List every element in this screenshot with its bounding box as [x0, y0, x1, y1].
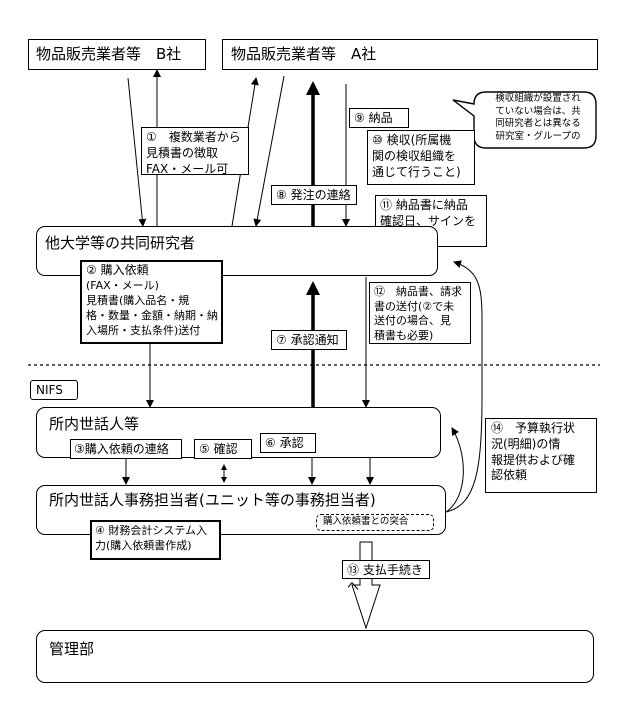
nifs-label: NIFS [36, 383, 63, 397]
management-label: 管理部 [49, 640, 95, 658]
caretaker-label: 所内世話人等 [49, 415, 140, 433]
step14-box: ⑭ 予算執行状 況(明細)の情 報提供および確 認依頼 [485, 418, 597, 493]
step7-text: ⑦ 承認通知 [276, 333, 339, 347]
step10-text: ⑩ 検収(所属機 関の検収組織を 通じて行うこと) [372, 133, 461, 179]
callout-text: 検収組織が設置され ていない場合は、共 同研究者とは異なる 研究室・グループの [495, 93, 581, 142]
step13-text: ⑬ 支払手続きへ [347, 563, 423, 593]
arrow-b-to-researcher [127, 77, 147, 227]
step13-box: ⑬ 支払手続きへ [342, 560, 430, 593]
nifs-tag: NIFS [30, 380, 78, 400]
step10-box: ⑩ 検収(所属機 関の検収組織を 通じて行うこと) [367, 130, 475, 185]
management-box: 管理部 [36, 630, 594, 683]
step5-box: ⑤ 確認 [194, 439, 252, 459]
step9-box: ⑨ 納品 [349, 108, 409, 128]
step12-text: ⑫ 納品書、請求 書の送付(②で未 送付の場合、見 積書も必要) [374, 285, 462, 342]
step2-body: (FAX・メール) 見積書(購入品名・規 格・数量・金額・納期・納 入場所・支払… [86, 279, 218, 337]
payment-hollow-arrow [351, 541, 381, 630]
step8-box: ⑧ 発注の連絡 [271, 185, 357, 205]
collate-box: 購入依頼書との突合 [316, 514, 434, 531]
step5-text: ⑤ 確認 [199, 442, 238, 456]
feedback-inner-arrow [445, 427, 464, 513]
vendor-b-box: 物品販売業者等 B社 [28, 39, 206, 70]
step2-title: ② 購入依頼 [86, 263, 149, 277]
collate-text: 購入依頼書との突合 [323, 516, 409, 527]
step3-box: ③購入依頼の連絡 [70, 439, 182, 459]
step1-box: ① 複数業者から 見積書の徴取 FAX・メール可 [141, 127, 249, 176]
office-label: 所内世話人事務担当者(ユニット等の事務担当者) [49, 491, 376, 509]
step4-box: ④ 財務会計システム入 力(購入依頼書作成) [90, 520, 221, 560]
step6-box: ⑥ 承認 [260, 433, 316, 453]
step14-text: ⑭ 予算執行状 況(明細)の情 報提供および確 認依頼 [491, 421, 576, 483]
step9-text: ⑨ 納品 [354, 111, 393, 125]
vendor-a-label: 物品販売業者等 A社 [231, 45, 377, 63]
feedback-curve-arrow [445, 260, 483, 513]
vendor-a-box: 物品販売業者等 A社 [222, 39, 598, 70]
vendor-b-label: 物品販売業者等 B社 [36, 45, 182, 63]
step1-text: ① 複数業者から 見積書の徴取 FAX・メール可 [146, 130, 241, 176]
step2-box: ② 購入依頼 (FAX・メール) 見積書(購入品名・規 格・数量・金額・納期・納… [80, 260, 223, 344]
step6-text: ⑥ 承認 [265, 436, 304, 450]
arrow-a-to-researcher [253, 75, 285, 227]
researcher-label: 他大学等の共同研究者 [45, 234, 196, 252]
step3-text: ③購入依頼の連絡 [74, 442, 169, 456]
researcher-box: 他大学等の共同研究者 [36, 226, 438, 276]
step12-box: ⑫ 納品書、請求 書の送付(②で未 送付の場合、見 積書も必要) [369, 282, 471, 344]
step4-text: ④ 財務会計システム入 力(購入依頼書作成) [95, 524, 208, 552]
step8-text: ⑧ 発注の連絡 [276, 188, 351, 202]
step7-box: ⑦ 承認通知 [271, 330, 347, 350]
callout-bubble [452, 91, 597, 149]
